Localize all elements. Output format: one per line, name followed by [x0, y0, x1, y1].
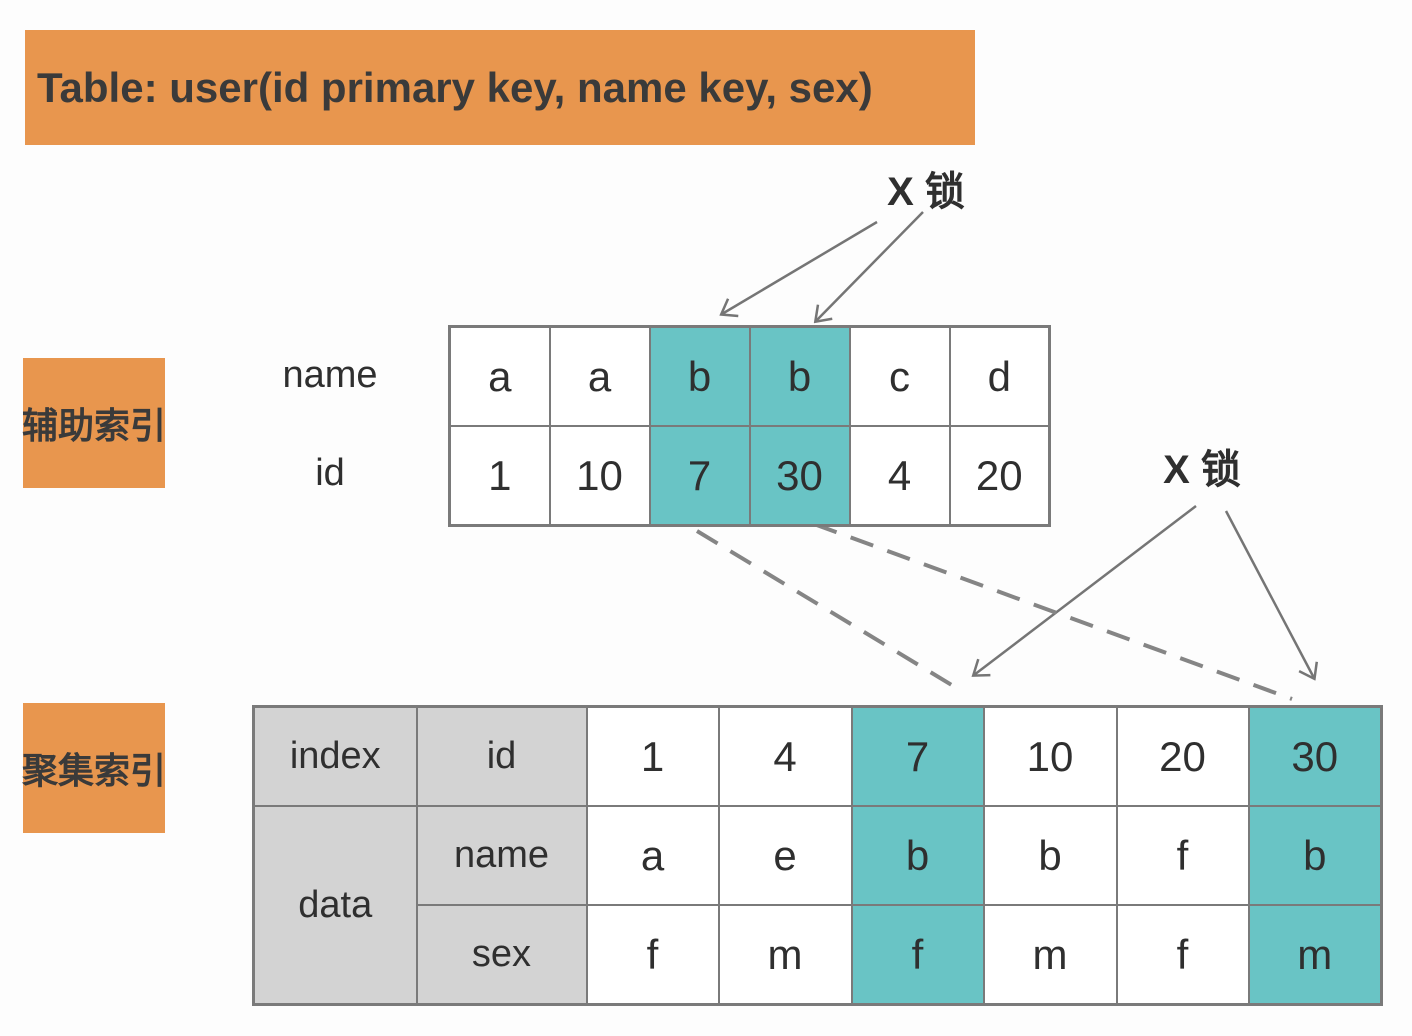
table-cell: m [1247, 904, 1383, 1006]
clustered-row-id: index id 1 4 7 10 20 30 [252, 705, 1383, 807]
table-cell: b [1247, 805, 1383, 906]
table-cell: 10 [548, 425, 651, 527]
clustered-row-header-name: name [415, 805, 588, 906]
table-cell: 4 [848, 425, 951, 527]
secondary-row-name: a a b b c d [448, 325, 1051, 427]
table-cell: 20 [1115, 705, 1250, 807]
table-cell: a [548, 325, 651, 427]
clustered-index-label: 聚集索引 [22, 703, 166, 833]
dashed-pointer-id7 [695, 529, 957, 689]
x-lock-label-secondary: X 锁 [887, 170, 965, 214]
table-cell: m [982, 904, 1118, 1006]
table-cell: 7 [850, 705, 985, 807]
clustered-index-table: index id 1 4 7 10 20 30 data name a e b … [252, 705, 1383, 1006]
table-cell: a [448, 325, 551, 427]
clustered-group-header-data: data [252, 805, 418, 1006]
table-cell: b [850, 805, 985, 906]
table-cell: 4 [717, 705, 853, 807]
table-cell: e [717, 805, 853, 906]
table-cell: 10 [982, 705, 1118, 807]
dashed-pointer-id30 [813, 522, 1293, 701]
secondary-index-table: a a b b c d 1 10 7 30 4 20 [448, 325, 1051, 527]
clustered-row-sex: sex f m f m f m [254, 904, 1383, 1006]
secondary-row-id: 1 10 7 30 4 20 [448, 425, 1051, 527]
table-cell: 30 [1247, 705, 1383, 807]
xlock-arrow-clustered-left [974, 505, 1197, 675]
clustered-row-header-id: id [415, 705, 588, 807]
clustered-group-header-index: index [252, 705, 418, 807]
table-cell: b [648, 325, 751, 427]
table-cell: f [850, 904, 985, 1006]
table-definition-banner: Table: user(id primary key, name key, se… [25, 30, 975, 145]
table-cell: 1 [448, 425, 551, 527]
table-cell: b [748, 325, 851, 427]
table-cell: c [848, 325, 951, 427]
xlock-arrow-secondary-right [816, 211, 924, 321]
table-cell: b [982, 805, 1118, 906]
clustered-row-name: data name a e b b f b [252, 805, 1383, 1006]
table-cell: a [585, 805, 720, 906]
table-cell: m [717, 904, 853, 1006]
table-cell: 20 [948, 425, 1051, 527]
table-cell: d [948, 325, 1051, 427]
secondary-index-label: 辅助索引 [22, 358, 166, 488]
clustered-row-header-sex: sex [415, 904, 588, 1006]
table-cell: 30 [748, 425, 851, 527]
table-cell: 7 [648, 425, 751, 527]
table-cell: f [1115, 904, 1250, 1006]
table-cell: f [1115, 805, 1250, 906]
secondary-row-header-id: id [315, 452, 345, 494]
table-cell: f [585, 904, 720, 1006]
x-lock-label-clustered: X 锁 [1163, 448, 1241, 492]
table-cell: 1 [585, 705, 720, 807]
xlock-arrow-clustered-right [1224, 510, 1314, 678]
secondary-row-header-name: name [282, 354, 378, 396]
xlock-arrow-secondary-left [722, 220, 878, 314]
